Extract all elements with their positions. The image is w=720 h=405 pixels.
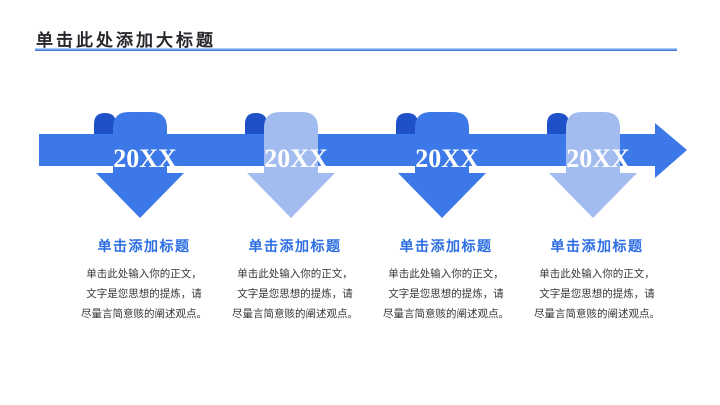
body-line-1: 单击此处输入你的正文， (86, 268, 202, 280)
body-line-3: 尽量言简意赅的阐述观点。 (81, 308, 207, 320)
column-heading: 单击添加标题 (399, 238, 493, 254)
body-line-2: 文字是您思想的提炼，请 (86, 288, 202, 300)
timeline-marker-4: 20XX (547, 112, 637, 218)
column-body: 单击此处输入你的正文， 文字是您思想的提炼，请 尽量言简意赅的阐述观点。 (522, 264, 672, 324)
timeline-marker-1: 20XX (94, 112, 184, 218)
body-line-1: 单击此处输入你的正文， (539, 268, 655, 280)
year-label: 20XX (566, 144, 630, 173)
timeline-marker-3: 20XX (396, 112, 486, 218)
body-line-1: 单击此处输入你的正文， (237, 268, 353, 280)
body-line-3: 尽量言简意赅的阐述观点。 (534, 308, 660, 320)
column-heading: 单击添加标题 (97, 238, 191, 254)
timeline-marker-2: 20XX (245, 112, 335, 218)
slide-title: 单击此处添加大标题 (36, 31, 216, 50)
ribbon-fold (94, 113, 116, 134)
ribbon-arrow (549, 112, 637, 218)
column-heading: 单击添加标题 (248, 238, 342, 254)
ribbon-arrow (96, 112, 184, 218)
column-body: 单击此处输入你的正文， 文字是您思想的提炼，请 尽量言简意赅的阐述观点。 (69, 264, 219, 324)
ribbon-fold (245, 113, 267, 134)
year-label: 20XX (264, 144, 328, 173)
timeline-columns: 单击添加标题 单击此处输入你的正文， 文字是您思想的提炼，请 尽量言简意赅的阐述… (0, 236, 720, 336)
year-label: 20XX (415, 144, 479, 173)
ribbon-arrow (247, 112, 335, 218)
body-line-2: 文字是您思想的提炼，请 (539, 288, 655, 300)
ribbon-arrow (398, 112, 486, 218)
column-body: 单击此处输入你的正文， 文字是您思想的提炼，请 尽量言简意赅的阐述观点。 (220, 264, 370, 324)
ribbon-fold (396, 113, 418, 134)
timeline-bar-arrow (39, 123, 687, 178)
timeline-column-4: 单击添加标题 单击此处输入你的正文， 文字是您思想的提炼，请 尽量言简意赅的阐述… (522, 236, 672, 324)
timeline-column-3: 单击添加标题 单击此处输入你的正文， 文字是您思想的提炼，请 尽量言简意赅的阐述… (371, 236, 521, 324)
column-body: 单击此处输入你的正文， 文字是您思想的提炼，请 尽量言简意赅的阐述观点。 (371, 264, 521, 324)
body-line-2: 文字是您思想的提炼，请 (388, 288, 504, 300)
ribbon-fold (547, 113, 569, 134)
body-line-2: 文字是您思想的提炼，请 (237, 288, 353, 300)
body-line-3: 尽量言简意赅的阐述观点。 (232, 308, 358, 320)
body-line-1: 单击此处输入你的正文， (388, 268, 504, 280)
timeline-column-1: 单击添加标题 单击此处输入你的正文， 文字是您思想的提炼，请 尽量言简意赅的阐述… (69, 236, 219, 324)
column-heading: 单击添加标题 (550, 238, 644, 254)
timeline-column-2: 单击添加标题 单击此处输入你的正文， 文字是您思想的提炼，请 尽量言简意赅的阐述… (220, 236, 370, 324)
body-line-3: 尽量言简意赅的阐述观点。 (383, 308, 509, 320)
title-underline (35, 48, 677, 51)
year-label: 20XX (113, 144, 177, 173)
